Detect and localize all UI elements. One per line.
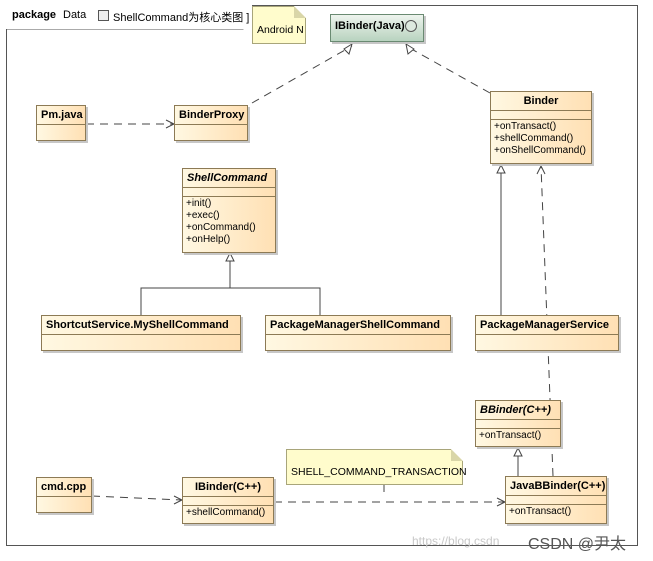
binderproxy-realizes-line — [251, 45, 353, 104]
method: +onCommand() — [186, 222, 256, 233]
triangle-shellcommand — [225, 251, 235, 262]
method: +onTransact() — [494, 121, 557, 132]
cmd-to-ibindercpp-line — [91, 495, 183, 501]
arrowhead-binder — [536, 164, 546, 175]
class-bbinder-methods: +onTransact() — [476, 428, 560, 443]
package-title: ShellCommand为核心类图 ] — [113, 12, 250, 24]
triangle-binder — [496, 163, 506, 174]
method: +shellCommand() — [494, 133, 574, 144]
class-ibindercpp-name: IBinder(C++) — [194, 481, 261, 493]
class-ibinder-java[interactable]: IBinder(Java) — [330, 14, 424, 42]
class-javabbinder-name: JavaBBinder(C++) — [510, 480, 606, 492]
class-binder-methods: +onTransact() +shellCommand() +onShellCo… — [491, 119, 591, 158]
class-binder[interactable]: Binder +onTransact() +shellCommand() +on… — [490, 91, 592, 164]
note-shell-transaction: SHELL_COMMAND_TRANSACTION — [286, 449, 467, 485]
class-ibinder-java-name: IBinder(Java) — [335, 20, 405, 32]
diagram-icon — [98, 10, 109, 21]
class-pm-service[interactable]: PackageManagerService — [475, 315, 619, 351]
package-tab: package Data ShellCommand为核心类图 ] — [6, 5, 252, 29]
method: +onTransact() — [509, 506, 572, 517]
package-keyword: package — [12, 9, 57, 21]
method: +onTransact() — [479, 430, 542, 441]
pmshell-inherits-line — [230, 287, 321, 315]
class-ibinder-cpp[interactable]: IBinder(C++) +shellCommand() — [182, 477, 274, 524]
class-bbinder-name: BBinder(C++) — [480, 404, 551, 416]
shortcut-inherits-line — [140, 259, 231, 315]
watermark-brand: CSDN @尹太 — [528, 536, 627, 553]
class-binderproxy[interactable]: BinderProxy — [174, 105, 248, 141]
triangle-ibinder-left — [343, 42, 353, 55]
class-pm-java-name: Pm.java — [41, 109, 83, 121]
note-android-n-text: Android N — [257, 24, 304, 36]
class-javabbinder[interactable]: JavaBBinder(C++) +onTransact() — [505, 476, 607, 524]
class-binderproxy-name: BinderProxy — [179, 109, 245, 121]
method: +onHelp() — [186, 234, 231, 245]
class-shellcommand-methods: +init() +exec() +onCommand() +onHelp() — [183, 196, 275, 247]
class-pmservice-name: PackageManagerService — [480, 319, 610, 331]
class-shortcut-name: ShortcutService.MyShellCommand — [46, 319, 229, 331]
package-frame — [6, 5, 638, 546]
class-pm-shellcommand[interactable]: PackageManagerShellCommand — [265, 315, 451, 351]
watermark-url: https://blog.csdn — [412, 534, 500, 548]
class-pm-java[interactable]: Pm.java — [36, 105, 86, 141]
triangle-bbinder — [513, 446, 523, 457]
method: +onShellCommand() — [494, 145, 586, 156]
interface-icon — [405, 20, 417, 32]
note-shell-transaction-text: SHELL_COMMAND_TRANSACTION — [291, 466, 467, 478]
note-android-n: Android N — [252, 6, 306, 44]
class-cmd-cpp[interactable]: cmd.cpp — [36, 477, 92, 513]
method: +exec() — [186, 210, 220, 221]
class-shellcommand-name: ShellCommand — [187, 172, 268, 184]
class-shellcommand[interactable]: ShellCommand +init() +exec() +onCommand(… — [182, 168, 276, 253]
binder-realizes-line — [405, 45, 491, 94]
class-cmdcpp-name: cmd.cpp — [41, 481, 87, 493]
class-javabbinder-methods: +onTransact() — [506, 504, 606, 519]
method: +shellCommand() — [186, 507, 266, 518]
method: +init() — [186, 198, 212, 209]
class-shortcut-myshellcommand[interactable]: ShortcutService.MyShellCommand — [41, 315, 241, 351]
class-bbinder[interactable]: BBinder(C++) +onTransact() — [475, 400, 561, 447]
class-ibindercpp-methods: +shellCommand() — [183, 505, 273, 520]
triangle-ibinder-right — [405, 42, 415, 55]
class-binder-name: Binder — [523, 95, 559, 107]
package-name: Data — [63, 9, 87, 21]
class-pmshell-name: PackageManagerShellCommand — [270, 319, 440, 331]
